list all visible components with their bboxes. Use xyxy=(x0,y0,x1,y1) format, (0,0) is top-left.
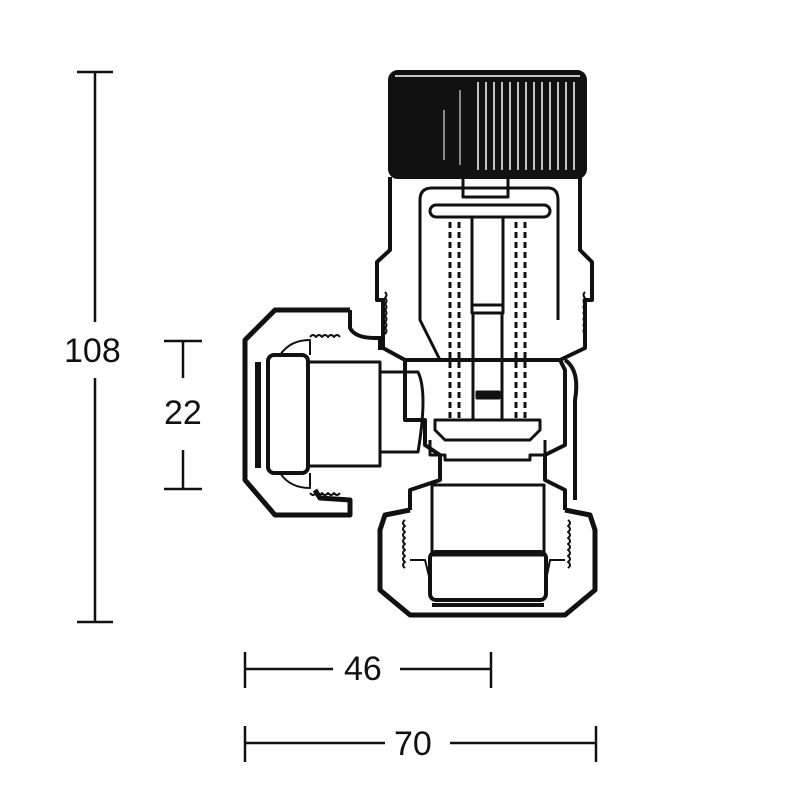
spring xyxy=(448,222,527,418)
valve-disc xyxy=(433,418,542,442)
dim-width-70-label: 70 xyxy=(390,727,436,761)
dim-width-46-label: 46 xyxy=(340,652,386,686)
spindle xyxy=(470,217,505,420)
dimension-lines xyxy=(77,70,598,762)
valve-bonnet xyxy=(375,177,594,362)
dim-height-108-label: 108 xyxy=(60,334,125,368)
spindle-housing xyxy=(418,186,560,320)
dim-offset-22-label: 22 xyxy=(160,396,206,430)
bottom-compression-nut xyxy=(377,483,598,618)
knurled-cap xyxy=(388,70,587,179)
valve-body xyxy=(403,359,567,510)
side-compression-nut xyxy=(242,307,425,518)
